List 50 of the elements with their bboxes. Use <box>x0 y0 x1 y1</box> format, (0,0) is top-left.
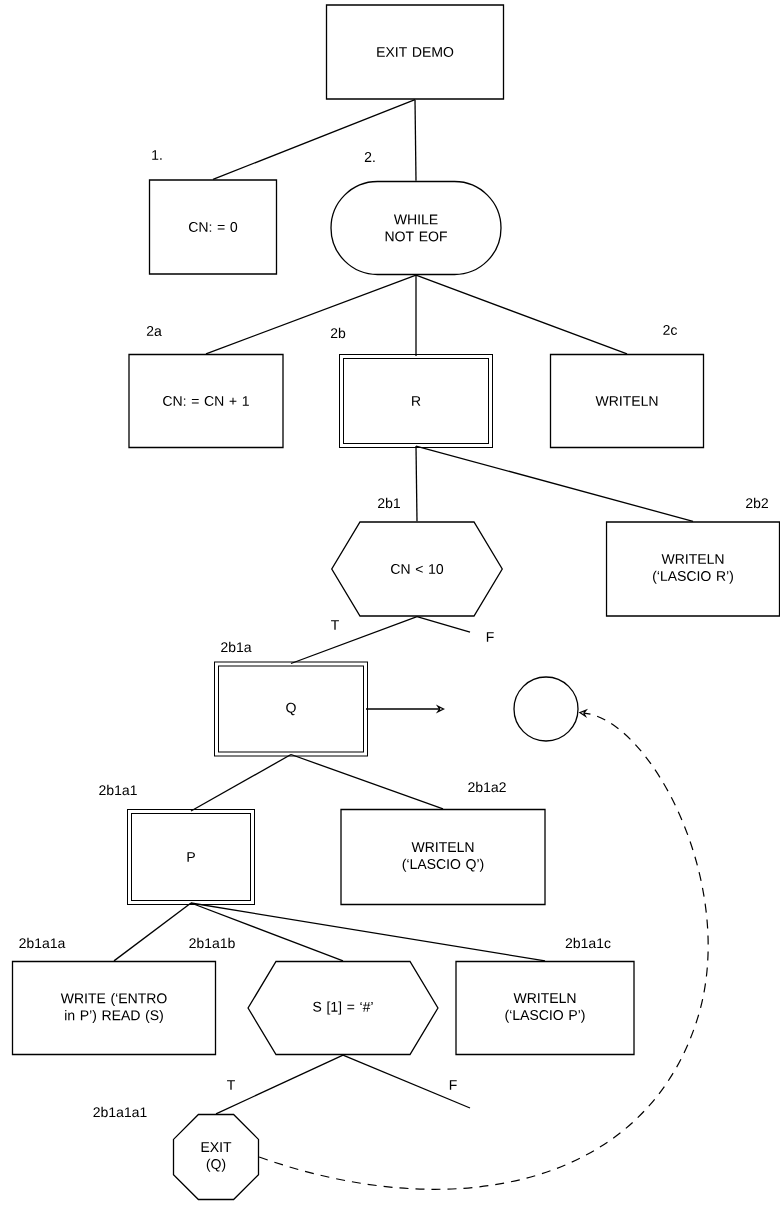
connector-line <box>212 99 416 180</box>
connector-line <box>190 902 344 962</box>
process-box: CN: = CN + 1 <box>128 353 284 449</box>
step-number: 2b2 <box>746 497 768 509</box>
step-number: 2b1 <box>378 497 400 509</box>
connector-line <box>215 1054 344 1115</box>
step-number: 2c <box>663 325 678 335</box>
process-box: EXIT DEMO <box>325 4 505 100</box>
step-number: 2b1a1c <box>565 937 611 949</box>
step-number: 2b1a1 <box>99 784 137 796</box>
connector-line <box>415 274 628 355</box>
edge-label: T <box>225 1079 237 1091</box>
exit-octagon: EXIT (Q) <box>172 1113 260 1201</box>
connector-line <box>290 616 418 665</box>
connector-line <box>190 902 546 962</box>
connector-line <box>342 1054 471 1109</box>
condition-hexagon: S [1] = ‘#’ <box>247 960 439 1056</box>
loop-box: WHILE NOT EOF <box>330 180 502 276</box>
connector-line <box>414 99 417 182</box>
process-box: WRITELN (‘LASCIO Q’) <box>340 808 546 906</box>
connector-line <box>190 753 292 812</box>
connector-line <box>415 274 417 357</box>
step-number: 2b1a1a1 <box>93 1106 147 1118</box>
edge-label: F <box>447 1079 459 1091</box>
connector-line <box>113 902 192 962</box>
process-box: WRITELN (‘LASCIO P’) <box>455 960 635 1056</box>
process-box: WRITE (‘ENTRO in P’) READ (S) <box>11 960 217 1056</box>
step-number: 2a <box>146 326 162 336</box>
step-number: 2. <box>364 152 375 162</box>
end-circle <box>513 676 579 742</box>
step-number: 2b1a1a <box>19 937 66 949</box>
condition-hexagon: CN < 10 <box>331 521 503 617</box>
step-number: 2b1a1b <box>189 937 235 949</box>
connector-line <box>416 616 471 633</box>
procedure-box: R <box>339 354 493 448</box>
connector-line <box>290 753 444 810</box>
process-box: WRITELN (‘LASCIO R’) <box>605 521 780 617</box>
procedure-box: Q <box>214 661 368 757</box>
edge-label: F <box>484 631 496 643</box>
edge-label: T <box>329 619 341 631</box>
step-number: 2b1a <box>221 641 252 653</box>
step-number: 1. <box>152 150 162 160</box>
connector-line <box>415 445 694 522</box>
connector-line <box>415 445 418 522</box>
connector-line <box>205 274 417 355</box>
step-number: 2b <box>330 327 346 339</box>
procedure-box: P <box>127 809 255 905</box>
process-box: CN: = 0 <box>148 179 278 275</box>
process-box: WRITELN <box>549 353 705 449</box>
step-number: 2b1a2 <box>468 781 506 793</box>
